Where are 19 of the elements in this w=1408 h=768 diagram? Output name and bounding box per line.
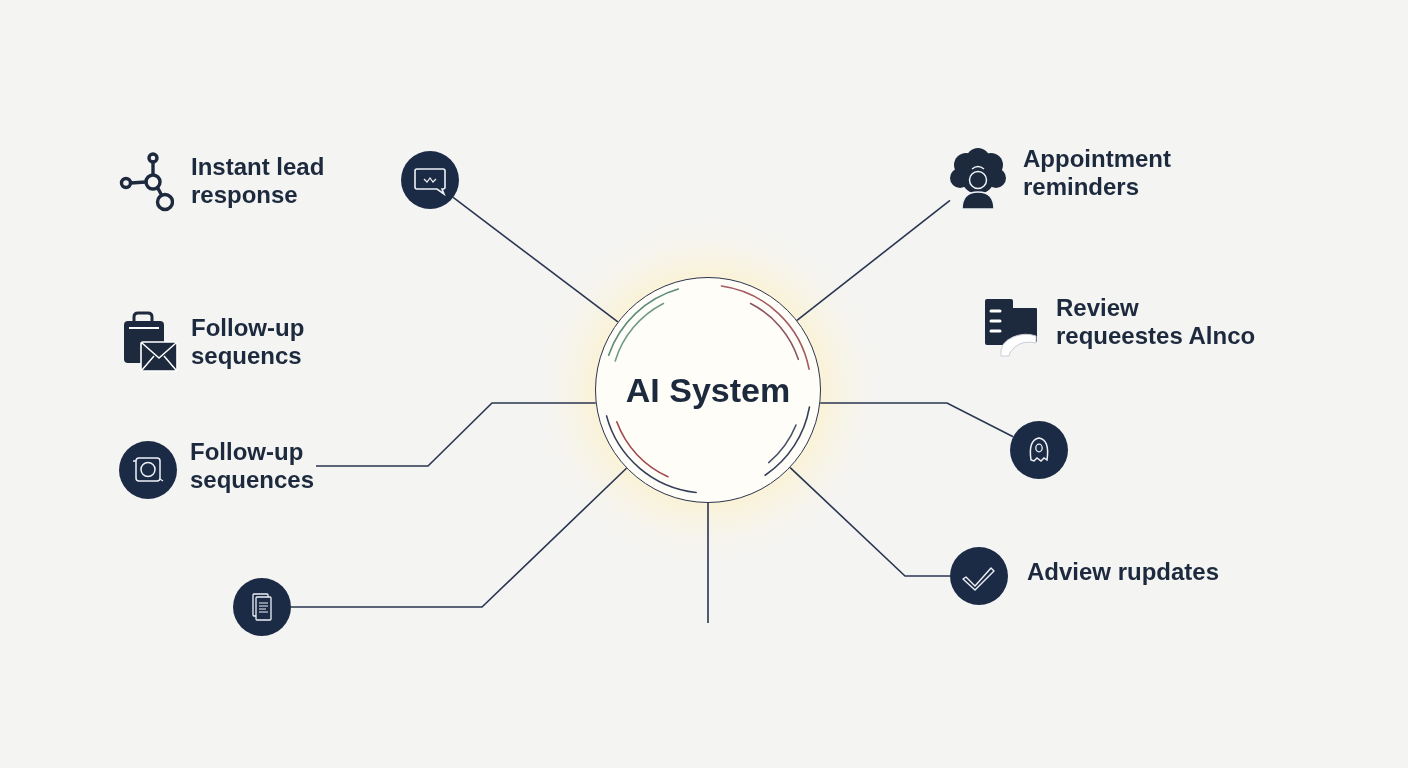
item-label: Review requeestes Alnco (1056, 294, 1257, 350)
connector-line (707, 502, 709, 624)
item-label: Follow-up sequences (190, 438, 316, 494)
document-icon (233, 578, 291, 636)
item-label: Instant lead response (191, 153, 326, 209)
ghost-icon (1010, 421, 1068, 479)
connector-line (315, 402, 597, 467)
hub-title: AI System (625, 370, 791, 410)
chat-bubble-icon (401, 151, 459, 209)
connector-line (819, 402, 1014, 438)
person-cloud-icon (950, 147, 1006, 210)
connector-line (290, 467, 628, 608)
item-label: Follow-up sequencs (191, 314, 306, 370)
connector-line (452, 196, 619, 323)
item-label: Appointment reminders (1023, 145, 1172, 201)
checkmark-icon (950, 547, 1008, 605)
connector-line (789, 466, 951, 577)
item-label: Adview rupdates (1027, 558, 1220, 586)
connector-line (796, 199, 951, 322)
